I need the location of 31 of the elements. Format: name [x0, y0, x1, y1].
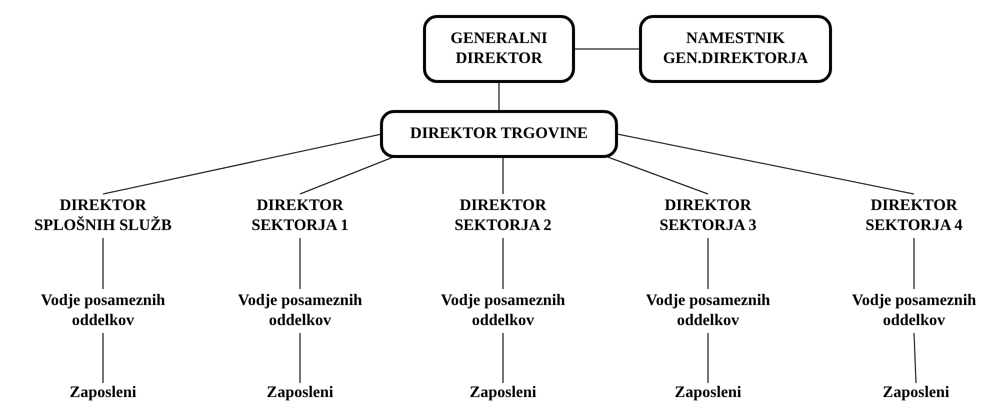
role-text: Zaposleni: [856, 383, 976, 403]
role-text: DIREKTOR SPLOŠNIH SLUŽB: [23, 194, 183, 238]
role-text: Zaposleni: [43, 383, 163, 403]
role-text: Zaposleni: [443, 383, 563, 403]
role-box: [423, 15, 575, 83]
role-text: Vodje posameznih oddelkov: [628, 289, 788, 333]
role-text: Zaposleni: [648, 383, 768, 403]
connector-line: [502, 158, 504, 194]
connector-line: [616, 134, 914, 194]
role-title: NAMESTNIK GEN.DIREKTORJA: [662, 29, 810, 69]
role-text: Vodje posameznih oddelkov: [834, 289, 994, 333]
role-text: Vodje posameznih oddelkov: [220, 289, 380, 333]
connector-line: [498, 82, 500, 110]
connector-line: [574, 48, 640, 50]
role-text: DIREKTOR SEKTORJA 3: [628, 194, 788, 238]
connector-line: [102, 332, 104, 384]
connector-line: [102, 238, 104, 290]
role-text: Zaposleni: [240, 383, 360, 403]
role-title: DIREKTOR TRGOVINE: [410, 124, 588, 144]
role-text: DIREKTOR SEKTORJA 1: [220, 194, 380, 238]
role-text: Vodje posameznih oddelkov: [423, 289, 583, 333]
connector-line: [502, 238, 504, 290]
role-box: [639, 15, 832, 83]
connector-line: [914, 332, 916, 384]
role-title: GENERALNI DIREKTOR: [450, 29, 548, 69]
role-box: [380, 110, 618, 158]
role-text: DIREKTOR SEKTORJA 2: [423, 194, 583, 238]
role-text: Vodje posameznih oddelkov: [23, 289, 183, 333]
role-text: DIREKTOR SEKTORJA 4: [834, 194, 994, 238]
connector-line: [102, 134, 382, 194]
connector-line: [502, 332, 504, 384]
